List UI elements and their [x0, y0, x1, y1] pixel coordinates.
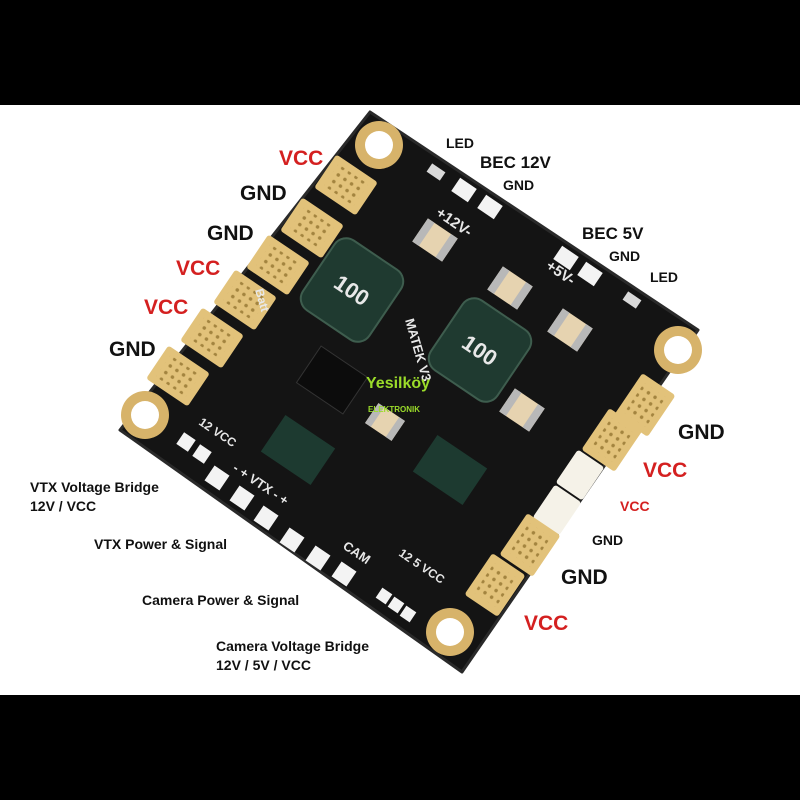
left-pad-label-1: VCC	[279, 147, 324, 170]
small-pads	[176, 163, 642, 623]
camera-bridge-line-2: 12V / 5V / VCC	[216, 657, 311, 673]
right-pad-label-1: GND	[678, 421, 725, 444]
right-pad-label-6: VCC	[524, 612, 569, 635]
camera-voltage-bridge-note: Camera Voltage Bridge 12V / 5V / VCC	[216, 637, 369, 675]
capacitors	[365, 218, 593, 441]
left-pad-label-3: GND	[207, 222, 254, 245]
right-pad-label-4: GND	[592, 532, 624, 548]
right-pad-label-5: GND	[561, 566, 608, 589]
watermark-logo: Yesilköy ELEKTRONIK	[366, 375, 430, 414]
svg-text:Batt: Batt	[252, 287, 272, 313]
left-pad-label-2: GND	[240, 182, 287, 205]
mounting-holes	[121, 121, 702, 656]
product-photo: 100 100	[0, 105, 800, 695]
left-power-pads	[147, 155, 377, 406]
left-pad-label-5: VCC	[144, 296, 189, 319]
bec-5v-gnd-label: GND	[609, 248, 641, 264]
camera-power-signal-note: Camera Power & Signal	[142, 592, 300, 608]
vtx-voltage-bridge-note: VTX Voltage Bridge 12V / VCC	[30, 478, 159, 516]
vtx-power-signal-note: VTX Power & Signal	[94, 536, 228, 552]
pcb-board-image: 100 100	[118, 110, 702, 674]
svg-text:Yesilköy: Yesilköy	[366, 375, 430, 392]
led-label-top: LED	[446, 135, 474, 151]
vtx-bridge-line-1: VTX Voltage Bridge	[30, 479, 159, 495]
right-pad-label-2: VCC	[643, 459, 688, 482]
right-power-pads	[465, 374, 675, 616]
left-pad-label-4: VCC	[176, 257, 221, 280]
bec-12v-gnd-label: GND	[503, 177, 535, 193]
left-pad-label-6: GND	[109, 338, 156, 361]
ic-chips	[260, 345, 488, 506]
vtx-bridge-line-2: 12V / VCC	[30, 498, 97, 514]
inductors: 100 100	[299, 237, 533, 403]
svg-text:ELEKTRONIK: ELEKTRONIK	[368, 405, 420, 414]
bec-5v-label: BEC 5V	[582, 224, 644, 243]
pcb-outline	[118, 110, 700, 674]
led-label-right: LED	[650, 269, 678, 285]
camera-bridge-line-1: Camera Voltage Bridge	[216, 638, 370, 654]
right-pad-label-3: VCC	[620, 498, 650, 514]
bec-12v-label: BEC 12V	[480, 153, 551, 172]
